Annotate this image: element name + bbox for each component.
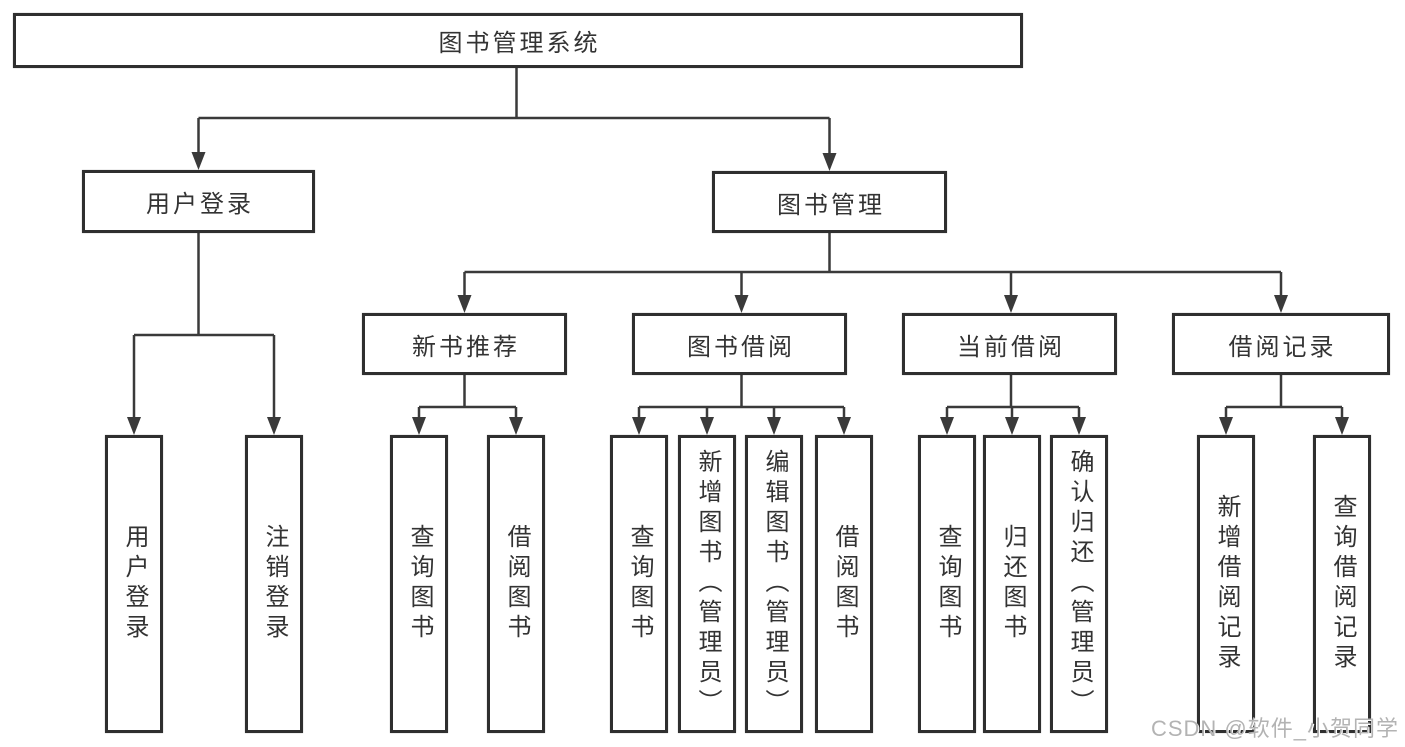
leaf-query-book-current-label: 查询图书 — [934, 524, 961, 644]
node-book-management-label: 图书管理 — [777, 191, 885, 219]
node-book-management: 图书管理 — [712, 171, 947, 233]
leaf-query-borrow-record-label: 查询借阅记录 — [1329, 494, 1356, 674]
node-library-management-system-label: 图书管理系统 — [438, 30, 601, 57]
leaf-edit-book-admin: 编辑图书（管理员） — [745, 435, 803, 733]
node-library-management-system: 图书管理系统 — [13, 13, 1023, 68]
leaf-borrow-book-recommend-label: 借阅图书 — [503, 524, 530, 644]
leaf-confirm-return-admin-label: 确认归还（管理员） — [1066, 449, 1093, 719]
node-book-borrowing-label: 图书借阅 — [687, 333, 795, 361]
node-book-borrowing: 图书借阅 — [632, 313, 847, 375]
leaf-query-book-borrowing-label: 查询图书 — [626, 524, 653, 644]
leaf-return-book-label: 归还图书 — [999, 524, 1026, 644]
leaf-query-book-recommend: 查询图书 — [390, 435, 448, 733]
node-new-book-recommend: 新书推荐 — [362, 313, 567, 375]
leaf-add-borrow-record: 新增借阅记录 — [1197, 435, 1255, 733]
leaf-add-borrow-record-label: 新增借阅记录 — [1213, 494, 1240, 674]
leaf-query-book-recommend-label: 查询图书 — [406, 524, 433, 644]
leaf-borrow-book-recommend: 借阅图书 — [487, 435, 545, 733]
leaf-logout-label: 注销登录 — [261, 524, 288, 644]
leaf-confirm-return-admin: 确认归还（管理员） — [1050, 435, 1108, 733]
node-user-login: 用户登录 — [82, 170, 315, 233]
arrowheads — [127, 152, 1349, 435]
leaf-query-book-borrowing: 查询图书 — [610, 435, 668, 733]
node-new-book-recommend-label: 新书推荐 — [412, 333, 520, 361]
node-current-borrowing-label: 当前借阅 — [957, 333, 1065, 361]
leaf-logout: 注销登录 — [245, 435, 303, 733]
leaf-add-book-admin: 新增图书（管理员） — [678, 435, 736, 733]
leaf-add-book-admin-label: 新增图书（管理员） — [694, 449, 721, 719]
leaf-user-login: 用户登录 — [105, 435, 163, 733]
node-borrowing-records-label: 借阅记录 — [1228, 333, 1337, 361]
leaf-query-book-current: 查询图书 — [918, 435, 976, 733]
node-borrowing-records: 借阅记录 — [1172, 313, 1390, 375]
leaf-edit-book-admin-label: 编辑图书（管理员） — [761, 449, 788, 719]
leaf-borrow-book: 借阅图书 — [815, 435, 873, 733]
leaf-borrow-book-label: 借阅图书 — [831, 524, 858, 644]
leaf-query-borrow-record: 查询借阅记录 — [1313, 435, 1371, 733]
node-current-borrowing: 当前借阅 — [902, 313, 1117, 375]
leaf-return-book: 归还图书 — [983, 435, 1041, 733]
node-user-login-label: 用户登录 — [146, 191, 254, 218]
leaf-user-login-label: 用户登录 — [121, 524, 148, 644]
